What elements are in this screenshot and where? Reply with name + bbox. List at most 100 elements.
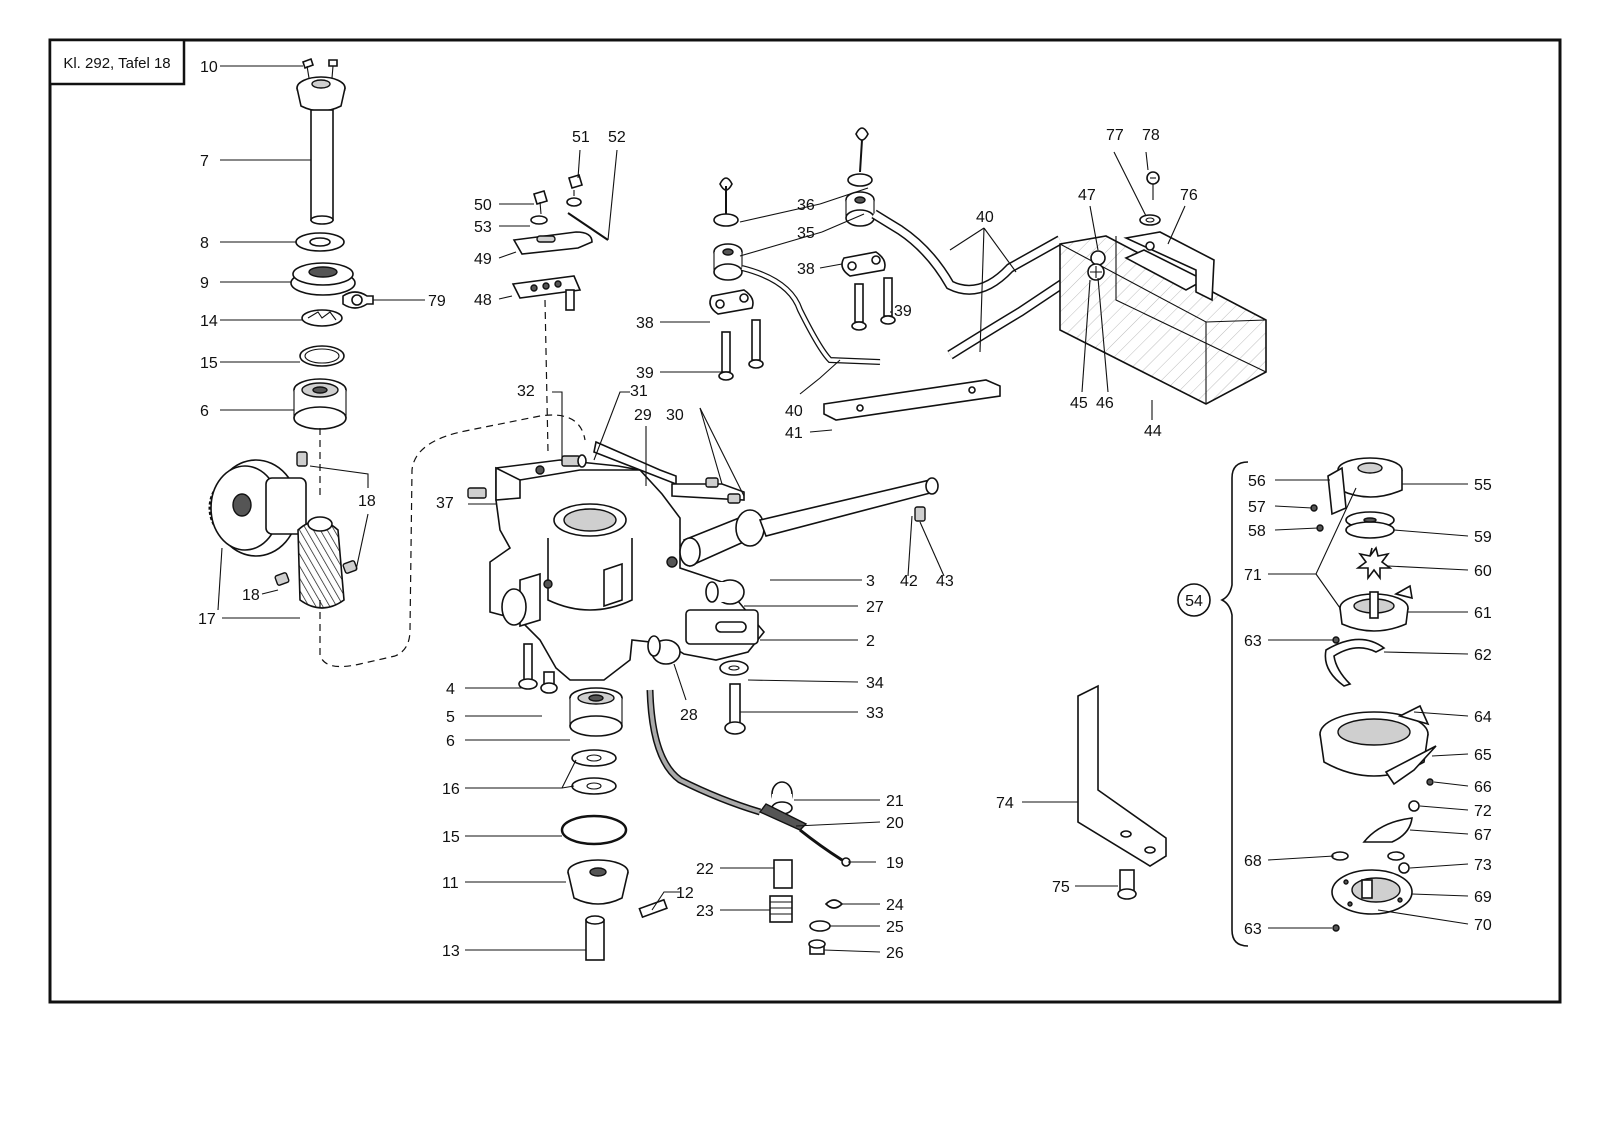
callout: 43: [936, 573, 954, 590]
callout: 48: [474, 292, 492, 309]
callout: 41: [785, 425, 803, 442]
callout: 32: [517, 383, 535, 400]
callout: 76: [1180, 187, 1198, 204]
callout: 30: [666, 407, 684, 424]
ground-cable-drawing: [646, 689, 851, 955]
lower-bearing-stack-drawing: [518, 643, 668, 961]
callout: 58: [1248, 523, 1266, 540]
callout: 18: [242, 587, 260, 604]
callout: 49: [474, 251, 492, 268]
callout: 37: [436, 495, 454, 512]
callout-labels: 10 7 8 9 79 14 15 6 18 18 17 51 52 50 53…: [198, 59, 1492, 962]
callout: 36: [797, 197, 815, 214]
callout: 34: [866, 675, 884, 692]
callout: 17: [198, 611, 216, 628]
callout: 15: [442, 829, 460, 846]
callout: 55: [1474, 477, 1492, 494]
callout: 14: [200, 313, 218, 330]
mounting-bracket-drawing: [1077, 684, 1167, 900]
callout: 9: [200, 275, 209, 292]
callout: 24: [886, 897, 904, 914]
callout: 27: [866, 599, 884, 616]
callout: 38: [636, 315, 654, 332]
callout: 6: [200, 403, 209, 420]
callout: 79: [428, 293, 446, 310]
callout: 13: [442, 943, 460, 960]
cable-assembly-drawing: [709, 127, 1071, 421]
callout: 42: [900, 573, 918, 590]
callout: 12: [676, 885, 694, 902]
sheet-frame: [48, 38, 1562, 1004]
callout: 70: [1474, 917, 1492, 934]
callout: 63: [1244, 633, 1262, 650]
callout: 18: [358, 493, 376, 510]
callout: 8: [200, 235, 209, 252]
callout: 73: [1474, 857, 1492, 874]
callout: 75: [1052, 879, 1070, 896]
callout: 59: [1474, 529, 1492, 546]
callout: 46: [1096, 395, 1114, 412]
callout: 33: [866, 705, 884, 722]
callout: 15: [200, 355, 218, 372]
callout: 74: [996, 795, 1014, 812]
callout: 11: [442, 875, 459, 892]
title-box: [48, 38, 186, 86]
callout: 22: [696, 861, 714, 878]
callout: 72: [1474, 803, 1492, 820]
callout: 28: [680, 707, 698, 724]
callout: 62: [1474, 647, 1492, 664]
callout: 5: [446, 709, 455, 726]
callout: 4: [446, 681, 455, 698]
callout: 39: [894, 303, 912, 320]
callout: 38: [797, 261, 815, 278]
callout: 77: [1106, 127, 1124, 144]
callout: 23: [696, 903, 714, 920]
callout: 78: [1142, 127, 1160, 144]
callout: 52: [608, 129, 626, 146]
terminal-box-drawing: [1059, 171, 1267, 405]
callout: 57: [1248, 499, 1266, 516]
callout: 63: [1244, 921, 1262, 938]
callout: 2: [866, 633, 875, 650]
callout: 65: [1474, 747, 1492, 764]
callout: 44: [1144, 423, 1162, 440]
shaft-assembly-drawing: [208, 57, 586, 668]
callout: 25: [886, 919, 904, 936]
callout: 16: [442, 781, 460, 798]
callout: 69: [1474, 889, 1492, 906]
callout: 7: [200, 153, 209, 170]
leader-lines: [217, 65, 1469, 953]
callout: 64: [1474, 709, 1492, 726]
callout: 47: [1078, 187, 1096, 204]
main-housing-drawing: [467, 440, 939, 735]
rotary-hook-drawing: [1177, 457, 1437, 947]
callout: 54: [1185, 593, 1203, 610]
callout: 56: [1248, 473, 1266, 490]
callout: 45: [1070, 395, 1088, 412]
sheet-title: Kl. 292, Tafel 18: [63, 55, 170, 72]
callout: 60: [1474, 563, 1492, 580]
callout: 39: [636, 365, 654, 382]
callout: 10: [200, 59, 218, 76]
guide-plate-drawing: [511, 174, 609, 453]
callout: 3: [866, 573, 875, 590]
callout: 35: [797, 225, 815, 242]
callout: 26: [886, 945, 904, 962]
callout: 68: [1244, 853, 1262, 870]
callout: 19: [886, 855, 904, 872]
callout: 21: [886, 793, 904, 810]
callout: 6: [446, 733, 455, 750]
callout: 67: [1474, 827, 1492, 844]
callout: 31: [630, 383, 648, 400]
callout: 29: [634, 407, 652, 424]
callout: 66: [1474, 779, 1492, 796]
callout: 61: [1474, 605, 1492, 622]
callout: 71: [1244, 567, 1262, 584]
callout: 20: [886, 815, 904, 832]
callout: 40: [785, 403, 803, 420]
callout: 51: [572, 129, 590, 146]
callout: 50: [474, 197, 492, 214]
callout: 40: [976, 209, 994, 226]
callout: 53: [474, 219, 492, 236]
